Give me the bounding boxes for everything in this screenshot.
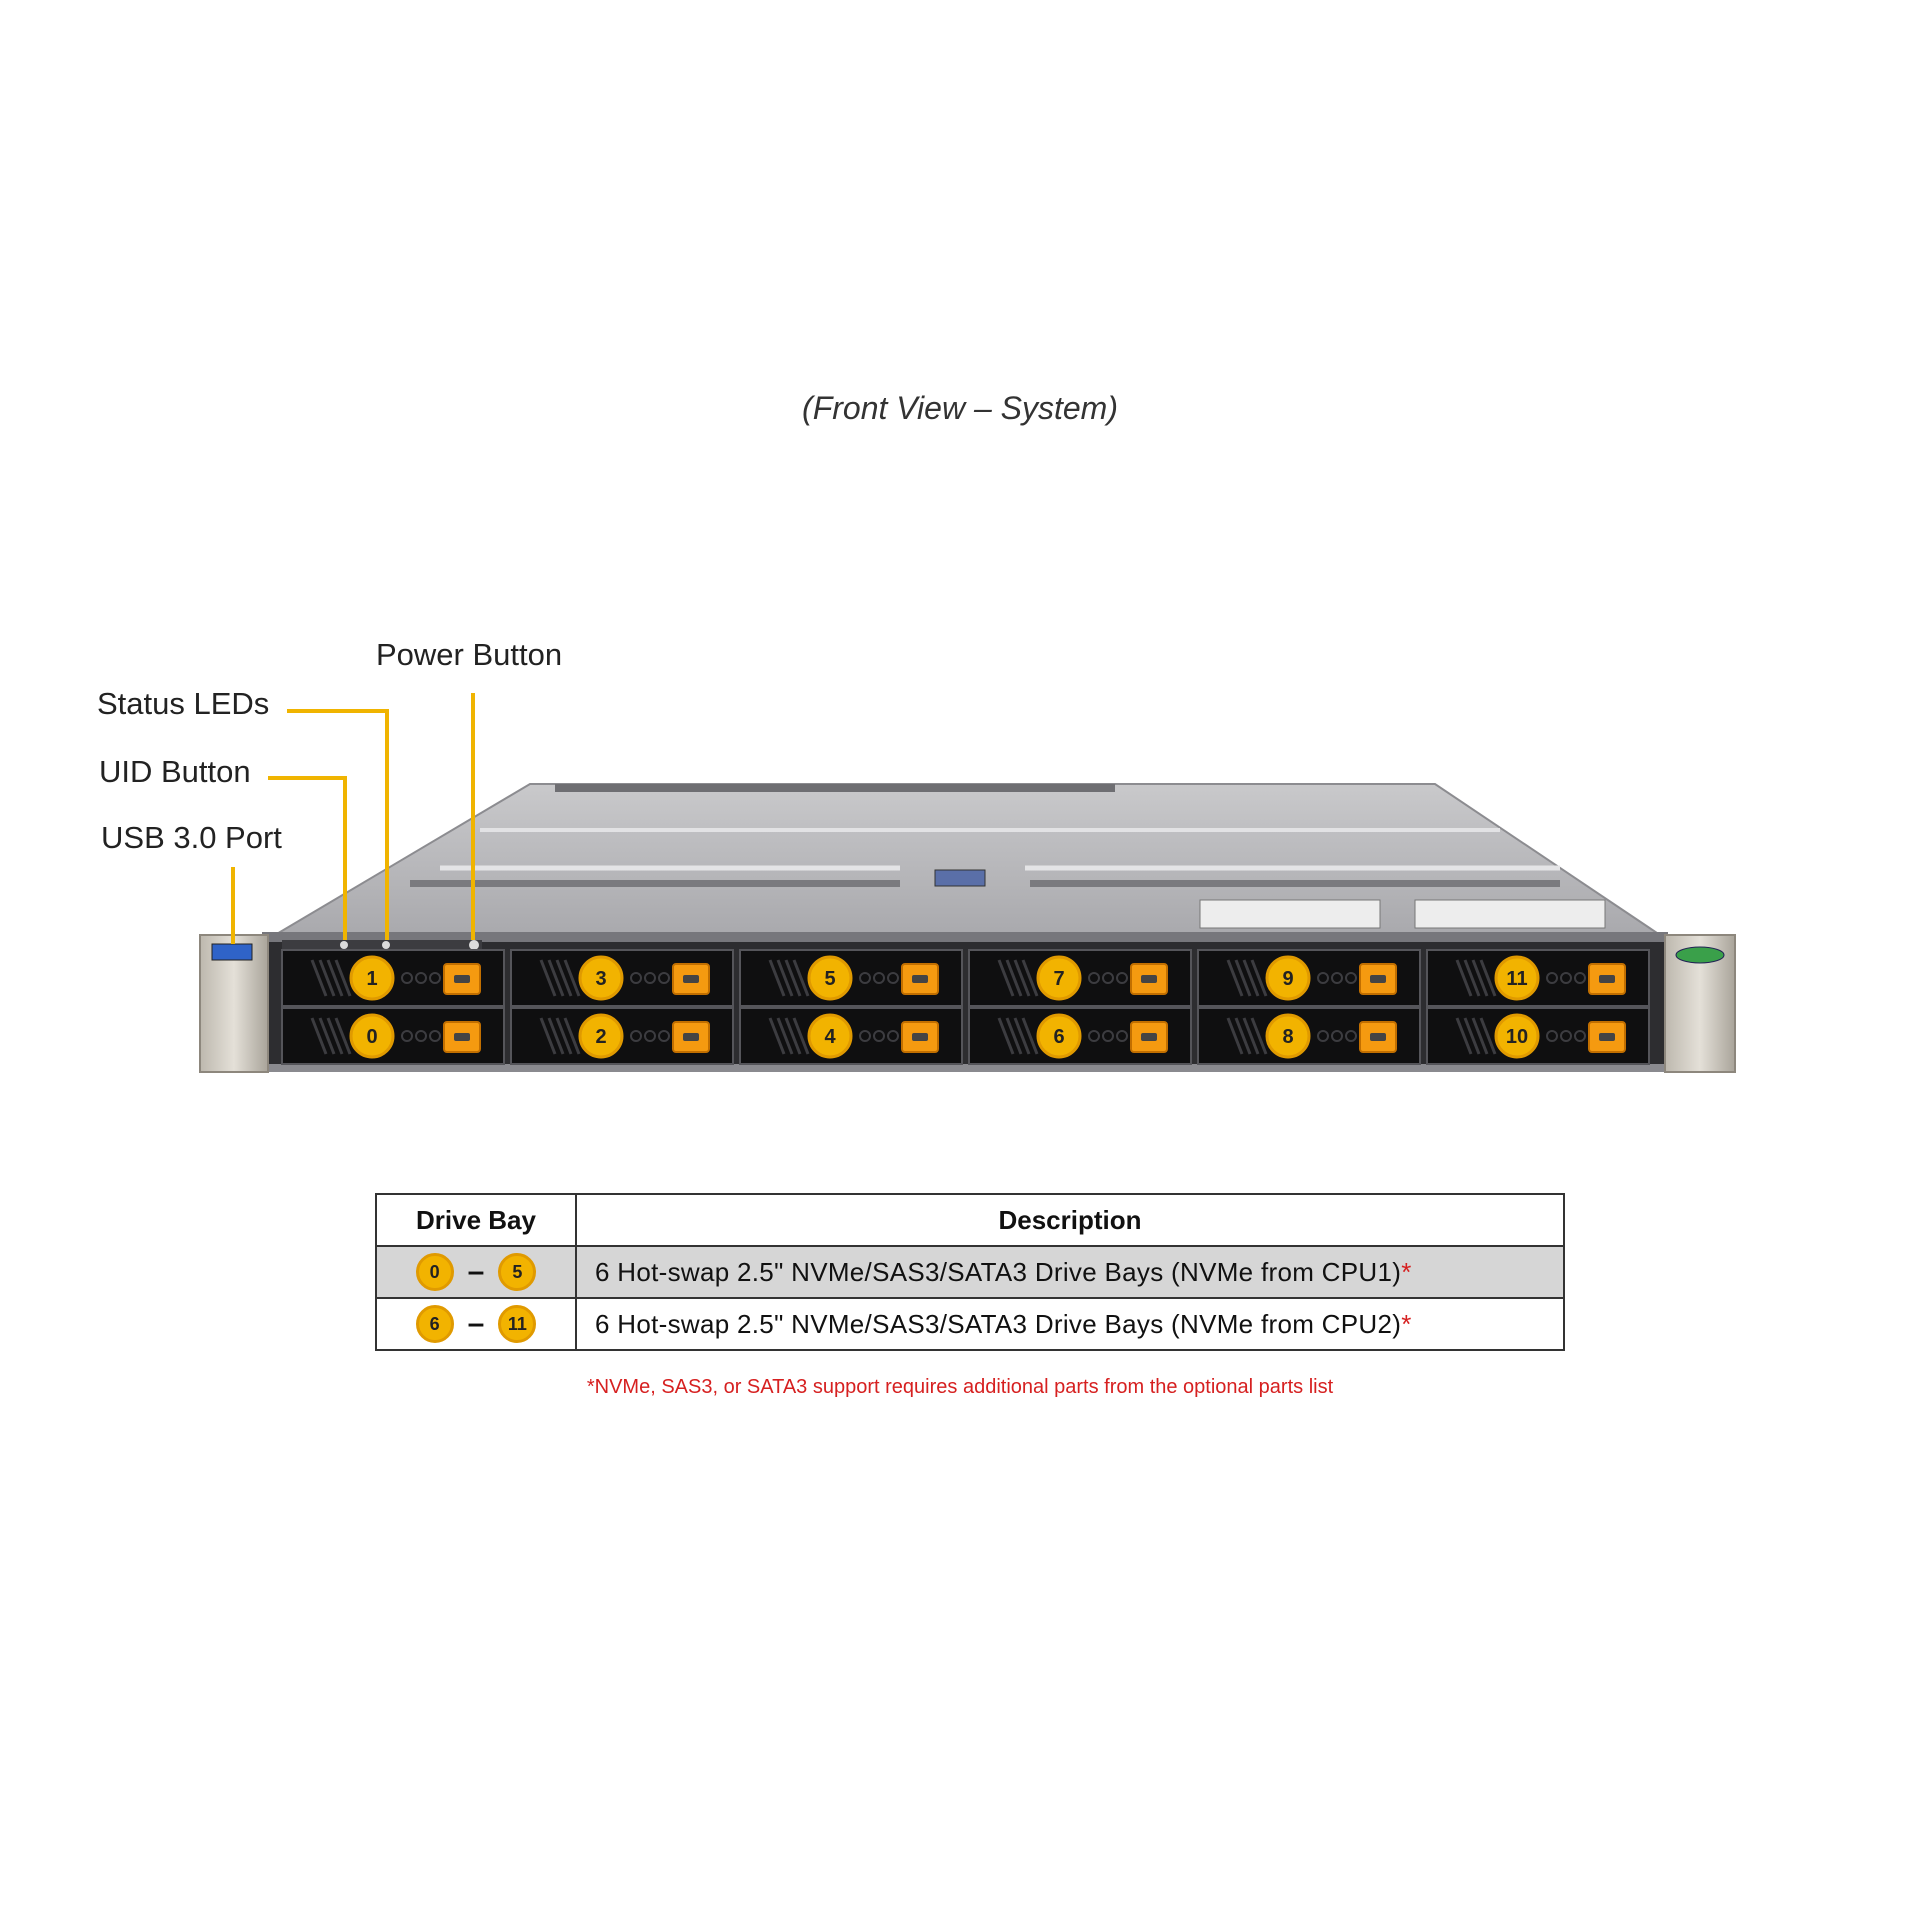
bay-number: 4 — [824, 1026, 836, 1048]
bay-number-badge — [349, 955, 395, 1001]
chassis-top-vent — [555, 784, 1115, 792]
table-row: 6 – 11 6 Hot-swap 2.5" NVMe/SAS3/SATA3 D… — [375, 1297, 1565, 1351]
bay-number-badge — [1036, 955, 1082, 1001]
footnote: *NVMe, SAS3, or SATA3 support requires a… — [586, 1376, 1334, 1398]
brand-logo — [1675, 946, 1725, 964]
drive-bay[interactable]: 5 — [739, 949, 963, 1007]
footnote-mark: * — [1401, 1308, 1412, 1339]
bay-number: 8 — [1282, 1026, 1293, 1048]
bay-number: 11 — [1506, 968, 1527, 990]
bay-number: 9 — [1282, 968, 1293, 990]
service-label — [1414, 899, 1606, 929]
bay-number-badge — [1494, 1013, 1540, 1059]
bay-number: 10 — [1506, 1026, 1528, 1048]
drive-bay[interactable]: 10 — [1426, 1007, 1650, 1065]
range-dash: – — [467, 1255, 485, 1288]
bay-badge: 0 — [415, 1253, 454, 1291]
description-text: 6 Hot-swap 2.5" NVMe/SAS3/SATA3 Drive Ba… — [595, 1256, 1402, 1287]
status-leds-label: Status LEDs — [97, 686, 270, 721]
bay-number-badge — [807, 955, 853, 1001]
bay-number: 5 — [824, 968, 835, 990]
bay-number: 1 — [366, 968, 377, 990]
drive-bay[interactable]: 2 — [510, 1007, 734, 1065]
bay-number: 6 — [1053, 1026, 1064, 1048]
header-description: Description — [575, 1193, 1565, 1247]
table-row: 0 – 5 6 Hot-swap 2.5" NVMe/SAS3/SATA3 Dr… — [375, 1245, 1565, 1299]
drive-bay[interactable]: 4 — [739, 1007, 963, 1065]
power-button — [469, 940, 479, 950]
callout-lines — [231, 693, 475, 944]
description-text: 6 Hot-swap 2.5" NVMe/SAS3/SATA3 Drive Ba… — [595, 1308, 1402, 1339]
bay-number-badge — [578, 955, 624, 1001]
range-dash: – — [467, 1307, 485, 1340]
bay-number-badge — [1036, 1013, 1082, 1059]
figure-caption: (Front View – System) — [802, 390, 1118, 426]
drive-bay[interactable]: 1 — [281, 949, 505, 1007]
drive-bay-table: Drive Bay Description 0 – 5 6 Hot-swap 2… — [375, 1193, 1565, 1351]
drive-bay[interactable]: 9 — [1197, 949, 1421, 1007]
bay-number: 3 — [595, 968, 606, 990]
table-header-row: Drive Bay Description — [375, 1193, 1565, 1247]
bay-number-badge — [1494, 955, 1540, 1001]
status-leds-leader — [287, 709, 389, 940]
bay-number-badge — [1265, 1013, 1311, 1059]
usb-port-label: USB 3.0 Port — [101, 820, 282, 855]
bay-number: 0 — [366, 1026, 377, 1048]
bay-number-badge — [578, 1013, 624, 1059]
bay-badge: 6 — [415, 1305, 454, 1343]
bay-number: 2 — [595, 1026, 606, 1048]
drive-bay[interactable]: 11 — [1426, 949, 1650, 1007]
top-handle — [934, 869, 986, 887]
bay-range-cell: 6 – 11 — [375, 1297, 577, 1351]
drive-bay[interactable]: 3 — [510, 949, 734, 1007]
bay-badge: 5 — [498, 1253, 537, 1291]
bay-number-badge — [349, 1013, 395, 1059]
bay-range-cell: 0 – 5 — [375, 1245, 577, 1299]
uid-button-label: UID Button — [99, 754, 251, 789]
drive-bay[interactable]: 7 — [968, 949, 1192, 1007]
power-button-label: Power Button — [376, 637, 563, 672]
uid-button — [340, 941, 348, 949]
status-led — [382, 941, 390, 949]
usb-port — [211, 943, 253, 961]
bay-badge: 11 — [498, 1305, 537, 1343]
drive-bay[interactable]: 8 — [1197, 1007, 1421, 1065]
header-drive-bay: Drive Bay — [375, 1193, 577, 1247]
drive-bays: 1 3 5 7 9 11 0 2 4 6 8 10 — [281, 949, 1650, 1065]
description-cell: 6 Hot-swap 2.5" NVMe/SAS3/SATA3 Drive Ba… — [575, 1245, 1565, 1299]
description-cell: 6 Hot-swap 2.5" NVMe/SAS3/SATA3 Drive Ba… — [575, 1297, 1565, 1351]
drive-bay[interactable]: 6 — [968, 1007, 1192, 1065]
bay-number-badge — [1265, 955, 1311, 1001]
bay-number: 7 — [1053, 968, 1064, 990]
service-label — [1199, 899, 1381, 929]
footnote-mark: * — [1401, 1256, 1412, 1287]
bay-number-badge — [807, 1013, 853, 1059]
drive-bay[interactable]: 0 — [281, 1007, 505, 1065]
uid-button-leader — [268, 776, 347, 940]
